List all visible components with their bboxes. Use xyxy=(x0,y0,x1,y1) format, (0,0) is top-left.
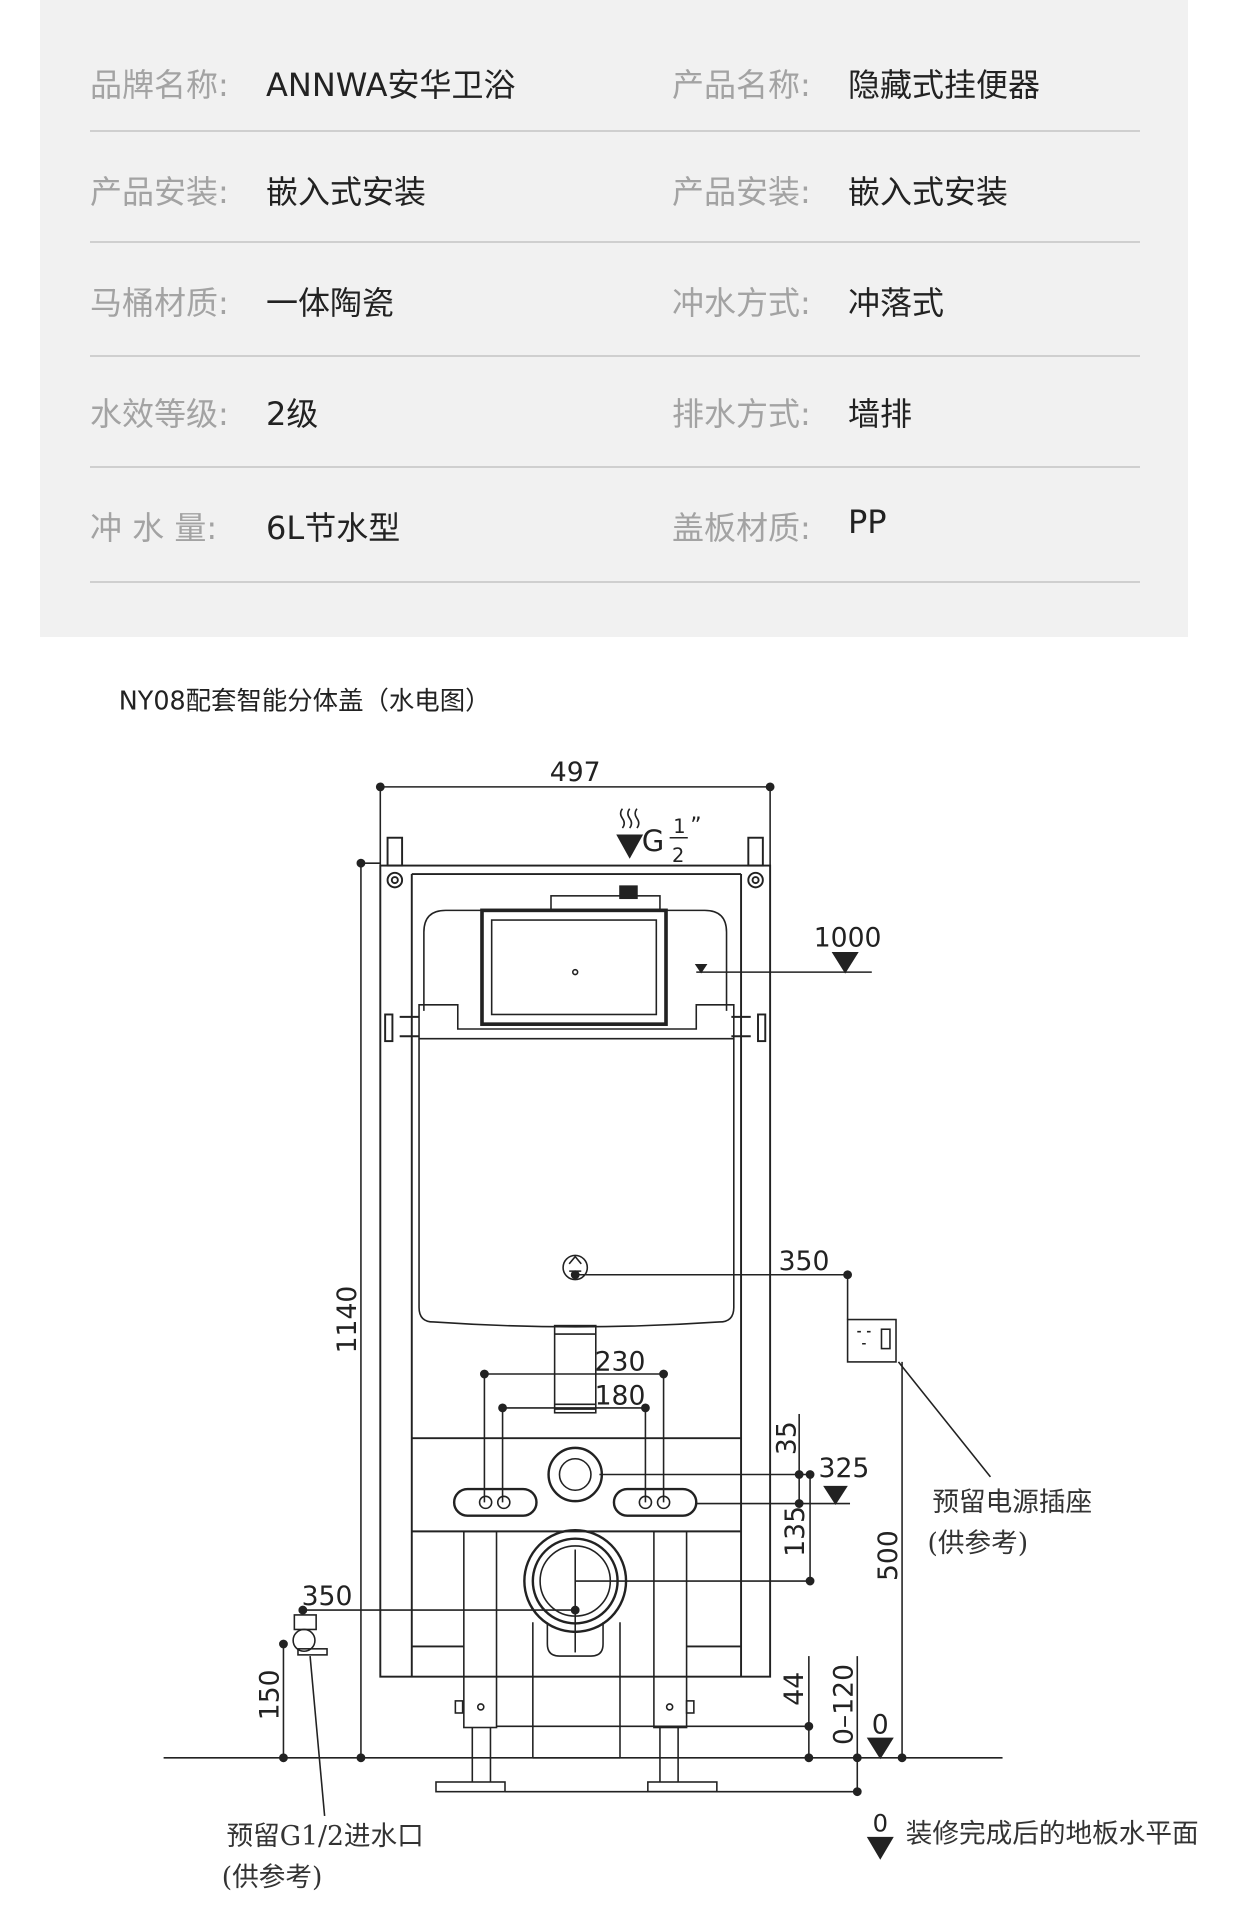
dim-0-120: 0–120 xyxy=(828,1664,859,1745)
water-inlet-symbol: G 1 2 ” xyxy=(616,808,702,867)
spec-label: 排水方式: xyxy=(672,395,811,433)
spec-value: PP xyxy=(848,503,887,541)
dim-44: 44 xyxy=(779,1672,810,1706)
inlet-label: 预留G1/2进水口 xyxy=(227,1821,424,1852)
frame-legs xyxy=(435,1530,718,1793)
spec-value: ANNWA安华卫浴 xyxy=(266,66,516,104)
spec-row: 产品安装: 嵌入式安装 产品安装: 嵌入式安装 xyxy=(90,167,1140,227)
dim-350-inlet: 350 xyxy=(302,1581,353,1612)
divider xyxy=(90,581,1140,583)
spec-value: 一体陶瓷 xyxy=(266,284,395,322)
drain-outlet xyxy=(523,1528,628,1759)
diagram-title: NY08配套智能分体盖（水电图） xyxy=(119,685,491,715)
spec-label: 品牌名称: xyxy=(90,66,229,104)
cistern xyxy=(418,885,735,1414)
inlet-note: (供参考) xyxy=(222,1862,323,1893)
spec-label: 马桶材质: xyxy=(90,284,229,322)
dim-500: 500 xyxy=(873,1530,904,1581)
spec-row: 马桶材质: 一体陶瓷 冲水方式: 冲落式 xyxy=(90,278,1140,338)
dim-1140: 1140 xyxy=(332,1286,363,1354)
spec-label: 产品名称: xyxy=(672,66,811,104)
spec-panel: 品牌名称: ANNWA安华卫浴 产品名称: 隐藏式挂便器 产品安装: 嵌入式安装… xyxy=(40,0,1188,637)
spec-value: 6L节水型 xyxy=(266,509,401,547)
spec-row: 冲 水 量: 6L节水型 盖板材质: PP xyxy=(90,503,1140,563)
g-numerator: 1 xyxy=(673,815,685,838)
frame xyxy=(379,836,772,1678)
spec-label: 冲 水 量: xyxy=(90,509,218,547)
dim-325: 325 xyxy=(819,1453,870,1484)
spec-label: 产品安装: xyxy=(672,173,811,211)
right-dimensions: 325 35 135 xyxy=(575,1413,870,1586)
g-label: G xyxy=(642,824,665,858)
power-socket-icon xyxy=(846,1318,897,1363)
divider xyxy=(90,466,1140,468)
dim-1000: 1000 xyxy=(814,923,882,954)
dim-35: 35 xyxy=(772,1421,803,1455)
level-1000-marker: 1000 xyxy=(694,923,882,974)
spec-value: 2级 xyxy=(266,395,319,433)
spec-value: 墙排 xyxy=(848,395,913,433)
dim-135: 135 xyxy=(780,1506,811,1557)
spec-value: 嵌入式安装 xyxy=(848,173,1009,211)
dim-350-drain: 350 xyxy=(779,1246,830,1277)
spec-label: 冲水方式: xyxy=(672,284,811,322)
dim-150: 150 xyxy=(255,1669,286,1720)
dim-497: 497 xyxy=(550,757,601,788)
dim-180: 180 xyxy=(595,1380,646,1411)
spec-value: 冲落式 xyxy=(848,284,945,322)
spec-row: 品牌名称: ANNWA安华卫浴 产品名称: 隐藏式挂便器 xyxy=(90,60,1140,120)
g-denominator: 2 xyxy=(672,844,684,867)
g-unit: ” xyxy=(690,814,701,839)
divider xyxy=(90,355,1140,357)
spec-value: 隐藏式挂便器 xyxy=(848,66,1041,104)
spec-label: 产品安装: xyxy=(90,173,229,211)
divider xyxy=(90,241,1140,243)
spec-value: 嵌入式安装 xyxy=(266,173,427,211)
floor-legend: 0 装修完成后的地板水平面 xyxy=(866,1810,1199,1860)
divider xyxy=(90,130,1140,132)
water-inlet-valve: 350 150 预留G1/2进水口 (供参考) xyxy=(222,1581,576,1893)
legend-zero: 0 xyxy=(873,1810,888,1838)
spec-row: 水效等级: 2级 排水方式: 墙排 xyxy=(90,389,1140,449)
spec-label: 盖板材质: xyxy=(672,509,811,547)
socket-note: (供参考) xyxy=(927,1528,1028,1559)
floor-line: 44 0–120 0 xyxy=(163,1656,1003,1797)
bolt-dimensions: 230 180 xyxy=(452,1346,698,1517)
floor-label: 装修完成后的地板水平面 xyxy=(906,1819,1199,1850)
spec-label: 水效等级: xyxy=(90,395,229,433)
height-dimension: 1140 xyxy=(332,858,381,1763)
dim-230: 230 xyxy=(595,1346,646,1377)
socket-label: 预留电源插座 xyxy=(932,1487,1092,1518)
socket-dimension: 350 500 预留电源插座 (供参考) xyxy=(570,1246,1092,1763)
width-dimension: 497 xyxy=(375,757,775,866)
dim-0: 0 xyxy=(872,1710,889,1741)
